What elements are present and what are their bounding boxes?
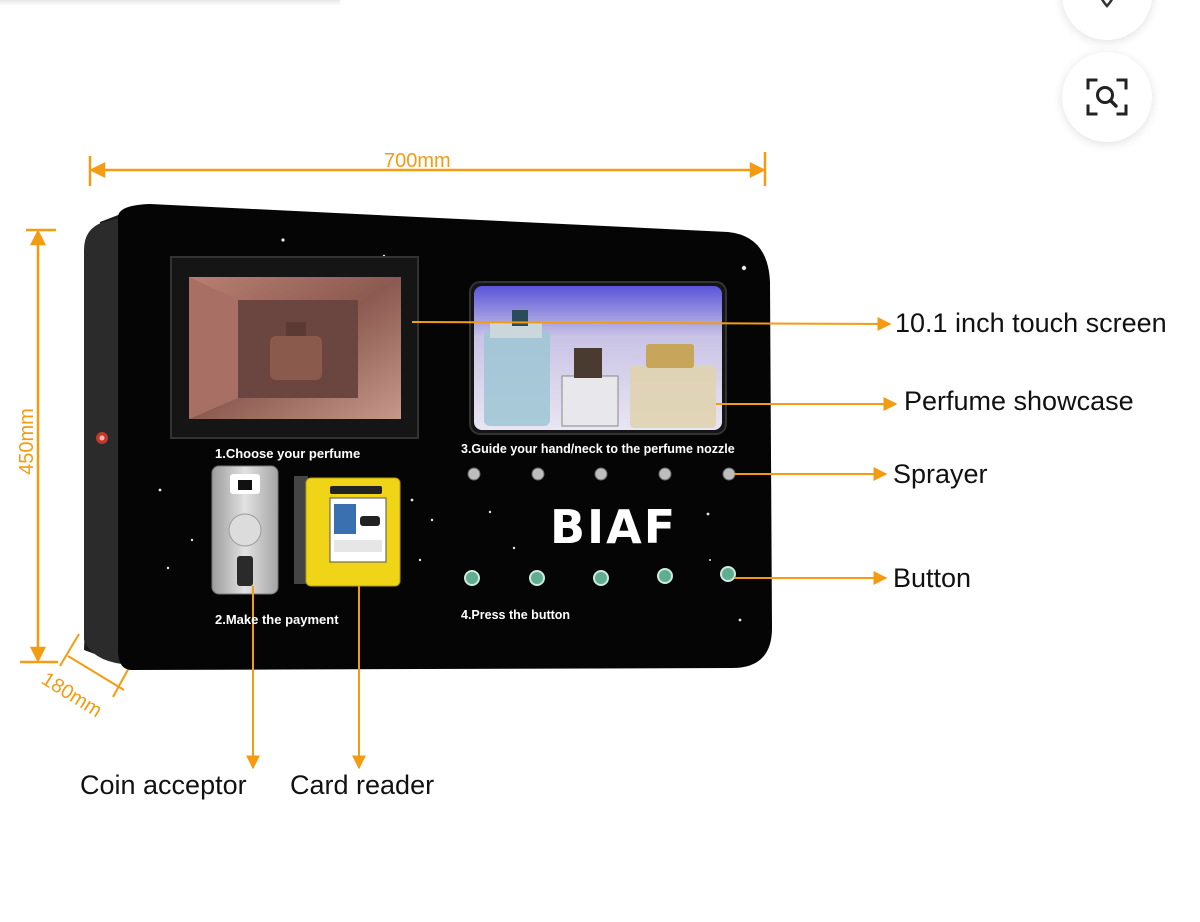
visual-search-icon — [1086, 78, 1128, 116]
machine-button — [593, 570, 609, 586]
height-dimension-line — [20, 228, 58, 664]
perfume-showcase — [469, 281, 727, 435]
machine-button — [657, 568, 673, 584]
button-callout: Button — [893, 563, 972, 593]
touch-screen-callout: 10.1 inch touch screen — [895, 308, 1167, 338]
sprayer — [594, 467, 608, 481]
starfield-decoration — [158, 238, 747, 622]
coin-acceptor — [211, 465, 279, 595]
brand-logo: BIAF — [550, 500, 678, 554]
sprayer — [722, 467, 736, 481]
step-2-label: 2.Make the payment — [215, 612, 339, 627]
button-row — [464, 566, 736, 586]
width-dimension-line — [88, 152, 767, 186]
sprayer — [467, 467, 481, 481]
width-dimension-label: 700mm — [384, 150, 451, 172]
machine-button — [529, 570, 545, 586]
card-reader — [294, 476, 401, 587]
machine-button — [464, 570, 480, 586]
step-3-label: 3.Guide your hand/neck to the perfume no… — [461, 442, 735, 456]
sprayer — [658, 467, 672, 481]
touch-screen-leader — [411, 316, 892, 331]
height-dimension-label: 450mm — [15, 408, 38, 475]
sprayer — [531, 467, 545, 481]
visual-search-button[interactable] — [1062, 52, 1152, 142]
sprayer-callout: Sprayer — [893, 459, 988, 489]
top-edge-fade — [0, 0, 340, 6]
showcase-callout: Perfume showcase — [904, 386, 1134, 416]
step-4-label: 4.Press the button — [461, 608, 571, 622]
coin-acceptor-callout: Coin acceptor — [80, 770, 247, 800]
pin-icon — [1100, 0, 1114, 8]
machine-button — [720, 566, 736, 582]
step-1-label: 1.Choose your perfume — [215, 446, 361, 461]
card-reader-callout: Card reader — [290, 770, 435, 800]
touch-screen — [170, 256, 419, 439]
